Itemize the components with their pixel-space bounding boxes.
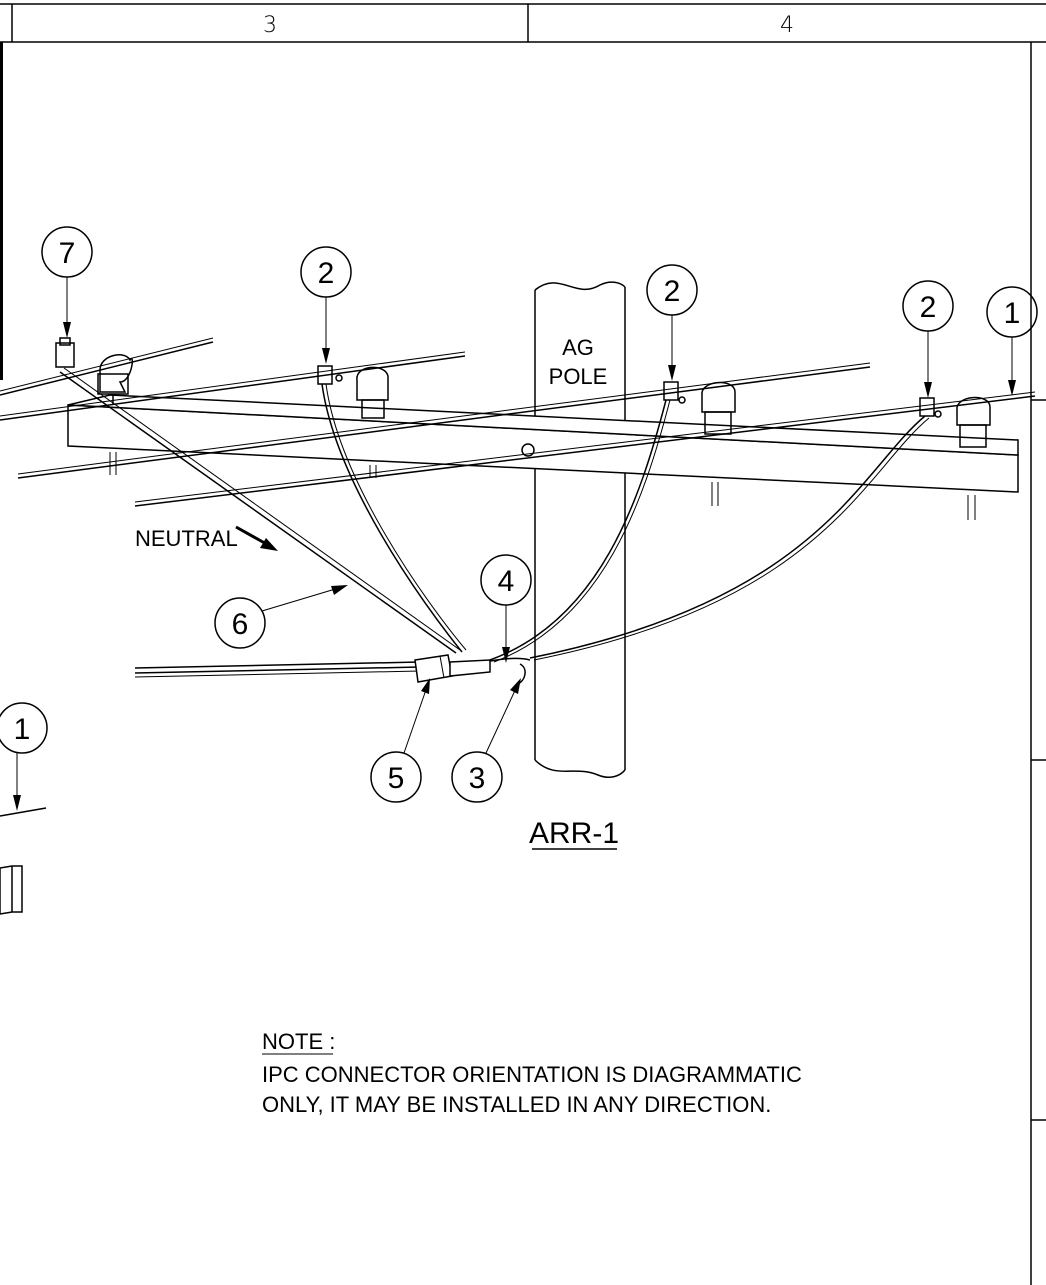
callout-2a-label: 2 [318,257,335,290]
callout-2a [300,246,352,364]
callout-4 [480,554,532,663]
callout-5-label: 5 [388,762,405,795]
callout-1b [0,702,48,811]
neutral-label: NEUTRAL [135,526,238,551]
conductors [0,337,1036,817]
callout-3 [451,678,521,803]
neutral-arrow [235,525,278,551]
ipc-connector [414,654,491,683]
partial-crossarm-left [0,865,23,915]
callout-2b-label: 2 [664,275,681,308]
crossarm [67,394,1019,520]
callout-6 [214,585,348,649]
pole-label-line-2: POLE [549,364,608,389]
note-line-2: ONLY, IT MAY BE INSTALLED IN ANY DIRECTI… [262,1092,771,1117]
callout-3-label: 3 [469,762,486,795]
drawing-title: ARR-1 [529,817,619,850]
drawing-frame [0,3,1046,1285]
clamp-7 [55,337,75,368]
jumper-leads [59,367,930,685]
callout-1b-label: 1 [14,713,31,746]
clamp-2a [317,365,343,385]
pole [534,281,626,778]
callout-1a [986,286,1038,396]
callout-4-label: 4 [498,565,515,598]
note-heading: NOTE : [262,1029,335,1054]
callout-7-label: 7 [59,237,76,270]
callout-2b [646,264,698,381]
note-line-1: IPC CONNECTOR ORIENTATION IS DIAGRAMMATI… [262,1062,802,1087]
callout-6-label: 6 [232,608,249,641]
callout-5 [370,678,430,803]
zone-label-4: 4 [780,13,794,38]
zone-label-3: 3 [263,13,277,38]
callout-7 [41,226,93,338]
pole-label-line-1: AG [562,335,594,360]
callout-2c [902,280,954,398]
clamp-2c [919,397,942,418]
clamp-2b [663,381,686,404]
callout-2c-label: 2 [920,291,937,324]
callout-1a-label: 1 [1004,297,1021,330]
